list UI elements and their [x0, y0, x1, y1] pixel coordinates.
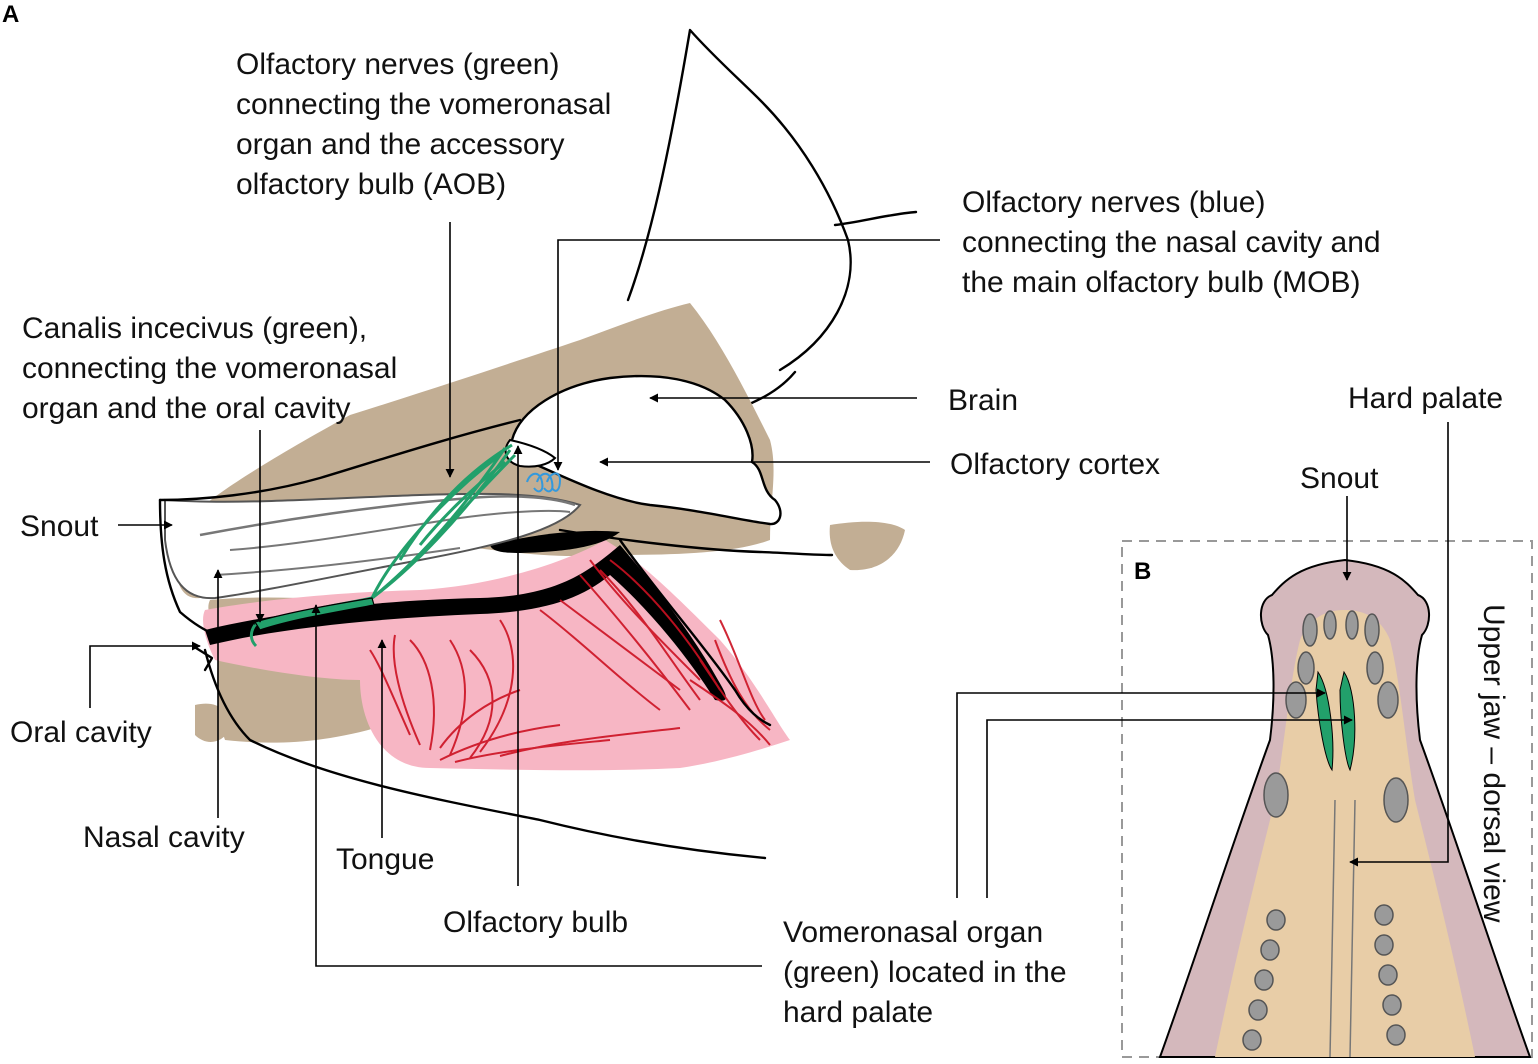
label-canalis-incisivus: Canalis incecivus (green), connecting th…: [22, 312, 406, 425]
turbinate-line-1: [199, 495, 576, 537]
label-aob-nerves: Olfactory nerves (green) connecting the …: [236, 48, 620, 201]
label-mob-nerves: Olfactory nerves (blue) connecting the n…: [962, 186, 1389, 299]
teeth: [1242, 610, 1409, 1051]
vomeronasal-organ-lateral: [254, 597, 375, 631]
canalis-incisivus-green: [249, 624, 258, 648]
turbinate-line-2: [229, 509, 571, 551]
snout-outline: [158, 498, 217, 637]
neck-bone-fragment: [829, 521, 905, 571]
upper-jaw-dorsal-view: [1158, 558, 1532, 1058]
skull-back-outline: [558, 528, 834, 557]
ear-tip-outline: [833, 210, 918, 227]
dorsal-hard-palate: [1215, 610, 1475, 1057]
tongue-muscle-fibers: [369, 559, 771, 763]
pharynx-outline: [618, 538, 772, 727]
label-snout-dorsal: Snout: [1300, 462, 1379, 495]
panel-a-label: A: [2, 1, 19, 28]
label-nasal-cavity: Nasal cavity: [83, 821, 245, 854]
mob-nerves-blue: [526, 472, 562, 493]
turbinate-line-3: [214, 547, 461, 576]
label-vomeronasal-organ: Vomeronasal organ (green) located in the…: [783, 916, 1075, 1029]
oral-roof-dark-band: [490, 530, 620, 553]
lower-jaw-outline: [203, 648, 767, 860]
chin-bone: [195, 703, 230, 742]
leader-lines-panel-b: [956, 422, 1449, 898]
label-olfactory-bulb: Olfactory bulb: [443, 906, 628, 939]
palate-dark-band: [205, 545, 726, 701]
leader-lines-panel-a: [89, 222, 940, 967]
palate-midline: [1329, 799, 1336, 1058]
label-upper-jaw-dorsal-view: Upper jaw – dorsal view: [1477, 604, 1510, 923]
label-tongue: Tongue: [336, 843, 434, 876]
label-snout: Snout: [20, 510, 99, 543]
label-hard-palate: Hard palate: [1348, 382, 1503, 415]
chin-notch-outline: [194, 646, 214, 672]
snout-top-outline: [158, 418, 522, 502]
label-olfactory-cortex: Olfactory cortex: [950, 448, 1160, 481]
label-oral-cavity: Oral cavity: [10, 716, 152, 749]
aob-nerves-green: [254, 443, 517, 627]
label-brain: Brain: [948, 384, 1018, 417]
head-lateral-section: [158, 28, 918, 860]
palate-midline-2: [1349, 799, 1356, 1058]
ear-outline: [626, 28, 852, 372]
brain: [510, 374, 782, 526]
panel-b-label: B: [1134, 558, 1151, 585]
